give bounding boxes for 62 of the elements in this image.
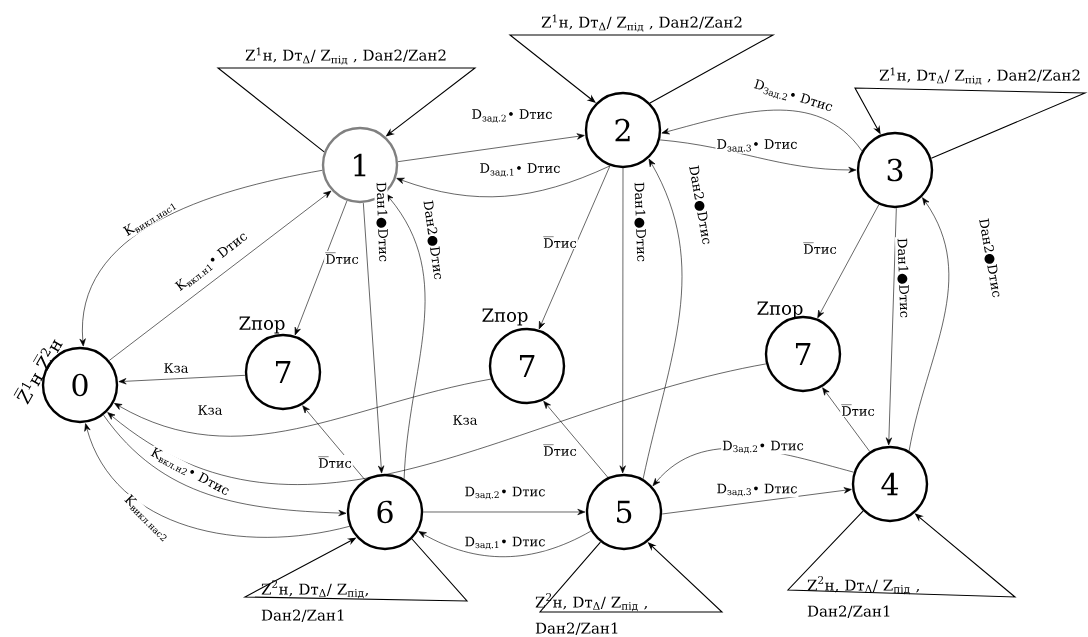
transition-arrow <box>103 414 347 517</box>
transition-arrow <box>661 109 863 152</box>
transition-arrow <box>908 197 950 452</box>
edge-label: D$_{зад.2}$• Dтис <box>470 108 554 124</box>
transition-arrow <box>422 508 586 516</box>
edge-label: D$_{зад.2}$• Dтис <box>463 485 547 501</box>
transition-arrow <box>538 165 611 330</box>
transition-arrow <box>363 202 385 474</box>
edge-label: D$_{зад.1}$• Dтис <box>478 162 562 178</box>
edge-label: $\overline{\mathrm{D}}\text{тис}$ <box>324 250 360 266</box>
edge-label: Z$^{1}$н, Dт$_{Δ}$/ Z$_{під}$ , Dан2/Zан2 <box>541 14 742 32</box>
transition-arrow <box>294 200 348 336</box>
transition-arrow <box>385 193 426 480</box>
transition-arrow <box>817 204 880 319</box>
transition-arrow <box>114 378 492 437</box>
self-loop-arrow <box>786 510 1017 598</box>
edge-label: Кза <box>451 414 479 426</box>
edge-label: Dан1●Dтис <box>894 236 912 320</box>
self-loop-arrow <box>242 537 469 602</box>
edge-label: Z$^{2}$н, Dт$_{Δ}$/ Z$_{під}$ , Dан2/Zан1 <box>535 593 647 635</box>
edge-label: Dан2●Dтис <box>976 216 1004 300</box>
edge-label: Z$^{2}$н, Dт$_{Δ}$/ Z$_{під}$, Dан2/Zан1 <box>261 580 368 622</box>
transition-arrow <box>84 423 350 538</box>
self-loop-arrow <box>854 87 1088 159</box>
edge-label: $\overline{\mathrm{D}}\text{тис}$ <box>802 240 838 256</box>
edge-label: $\overline{\mathrm{D}}\text{тис}$ <box>840 402 876 417</box>
transition-arrow <box>619 167 626 474</box>
transition-arrow <box>118 375 246 385</box>
edge-label: Dан2●Dтис <box>420 198 446 282</box>
transition-arrow <box>79 170 323 347</box>
edge-label: D$_{Зад.2}$• Dтис <box>721 439 805 455</box>
self-loop-arrow <box>538 541 724 613</box>
edge-label: Dан2●Dтис <box>686 163 714 247</box>
edge-label: $\overline{\mathrm{D}}\text{тис}$ <box>542 442 578 457</box>
state-annotation: Zпор <box>239 316 285 334</box>
transition-arrow <box>108 190 332 361</box>
self-loop-arrow <box>508 34 776 104</box>
transition-arrow <box>107 363 767 485</box>
edge-label: $\overline{\mathrm{D}}\text{тис}$ <box>317 454 353 470</box>
transition-arrow <box>418 530 592 558</box>
edge-label: Кза <box>162 362 190 374</box>
edge-label: D$_{зад.3}$• Dтис <box>715 138 799 154</box>
edge-label: Dан1●Dтис <box>631 180 649 264</box>
state-annotation: Zпор <box>482 308 528 326</box>
self-loop-arrow <box>216 67 477 153</box>
transition-arrow <box>642 158 682 480</box>
transition-arrow <box>543 400 609 478</box>
edge-label: D$_{зад.1}$• Dтис <box>463 535 547 551</box>
transition-arrow <box>659 139 857 174</box>
edge-label: $\overline{\mathrm{D}}\text{тис}$ <box>542 234 578 250</box>
transition-arrow <box>302 405 366 480</box>
transition-arrow <box>822 387 871 452</box>
edge-label: D$_{зад.3}$• Dтис <box>715 482 799 498</box>
edge-label: Z$^{1}$н, Dт$_{Δ}$/ Z$_{під}$ , Dан2/Zан2 <box>879 67 1080 85</box>
edge-label: D$_{Зад.2}$• Dтис <box>750 77 836 117</box>
edge-label: Dан1●Dтис <box>373 180 391 264</box>
transition-arrow <box>397 133 585 162</box>
edge-label: Z$^{1}$н, Dт$_{Δ}$/ Z$_{під}$ , Dан2/Zан2 <box>245 47 446 65</box>
transition-arrow <box>885 207 897 446</box>
transition-arrow <box>396 165 611 198</box>
transition-arrow <box>661 487 852 515</box>
edge-label: Кза <box>196 404 224 416</box>
